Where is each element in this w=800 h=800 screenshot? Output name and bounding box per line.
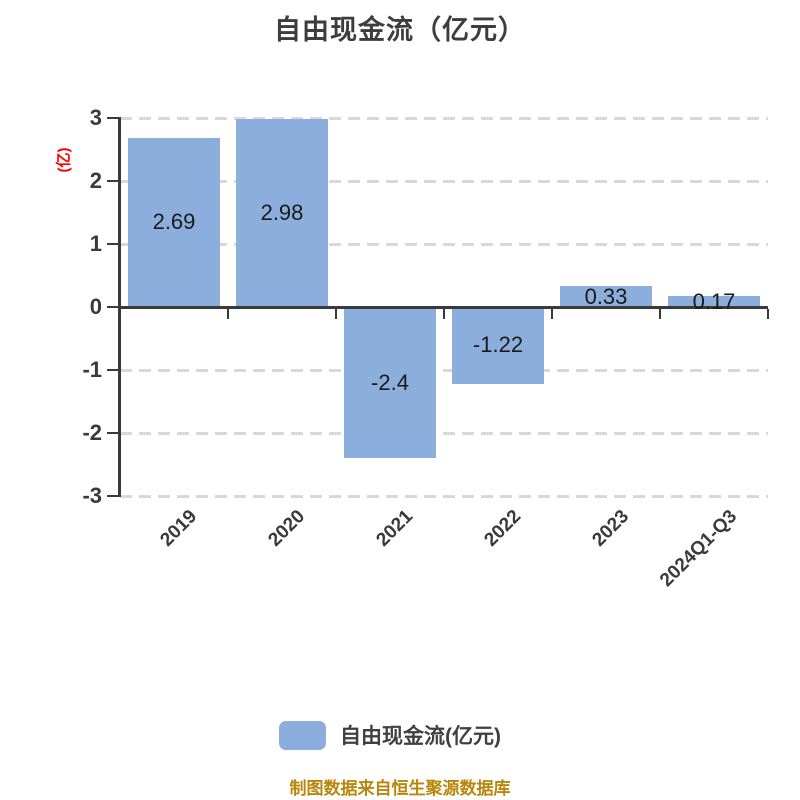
bar-2019 [128,137,220,307]
y-tick-label-1: 1 [89,231,102,256]
bar-2021 [344,307,436,459]
x-axis-label-2021: 2021 [372,506,417,551]
gridline-1 [120,242,768,246]
gridline--2 [120,431,768,435]
gridline--3 [120,494,768,498]
y-tick-label-3: 3 [89,105,102,130]
x-axis-label-2024Q1-Q3: 2024Q1-Q3 [655,506,741,592]
x-tick-4 [551,308,553,319]
y-tick-label-0: 0 [89,294,102,319]
y-tick-label--2: -2 [82,420,102,445]
legend-swatch [279,720,326,750]
x-tick-2 [335,308,337,319]
y-tick--2 [107,432,120,434]
bar-2020 [236,119,328,307]
bar-value-label-2024Q1-Q3: 0.17 [692,288,736,314]
bar-2023 [560,286,652,307]
x-axis-label-2019: 2019 [156,506,201,551]
bar-2022 [452,307,544,384]
x-tick-6 [767,308,769,319]
y-tick--1 [107,369,120,371]
x-axis-label-2022: 2022 [480,506,525,551]
x-tick-1 [227,308,229,319]
y-tick-label--3: -3 [82,483,102,508]
y-tick-3 [107,117,120,119]
x-tick-3 [443,308,445,319]
gridline-3 [120,116,768,120]
y-tick-1 [107,243,120,245]
y-tick-label--1: -1 [82,357,102,382]
x-axis-label-2020: 2020 [264,506,309,551]
x-tick-5 [659,308,661,319]
y-tick-label-2: 2 [89,168,102,193]
bar-value-label-2022: -1.22 [472,332,524,358]
bar-value-label-2023: 0.33 [584,283,628,309]
bar-value-label-2021: -2.4 [371,369,409,395]
y-tick--3 [107,495,120,497]
bar-value-label-2020: 2.98 [260,200,304,226]
footer-note: 制图数据来自恒生聚源数据库 [289,779,511,798]
bar-2024Q1-Q3 [668,296,760,307]
y-tick-2 [107,180,120,182]
zero-baseline [118,305,768,309]
gridline-2 [120,179,768,183]
y-tick-0 [107,306,120,308]
legend: 自由现金流(亿元) [279,720,501,750]
legend-label: 自由现金流(亿元) [340,725,501,748]
x-axis-label-2023: 2023 [588,506,633,551]
chart-title: 自由现金流（亿元） [274,15,526,45]
gridline--1 [120,368,768,372]
bar-value-label-2019: 2.69 [152,209,196,235]
